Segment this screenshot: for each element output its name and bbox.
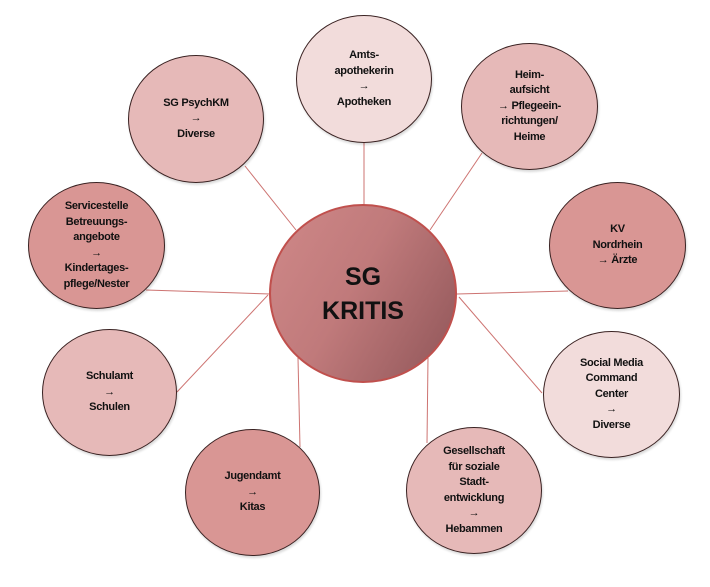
link-gesellschaft xyxy=(426,357,429,444)
node-label-line: → xyxy=(247,485,258,498)
link-social xyxy=(458,296,543,394)
node-label-line: Amts- xyxy=(349,49,379,61)
node-jugendamt: Jugendamt → Kitas xyxy=(185,429,320,556)
center-node-sg-kritis: SG KRITIS xyxy=(269,204,457,383)
node-label-line: Hebammen xyxy=(445,522,503,535)
link-psychkm xyxy=(244,165,297,231)
node-label-line: Schulamt xyxy=(85,370,134,383)
node-kv: KV Nordrhein → Ärzte xyxy=(549,182,686,309)
node-label-line: Betreuungs- xyxy=(65,215,128,228)
node-label-line: Servicestelle xyxy=(64,200,129,212)
node-label-line: Gesellschaft xyxy=(443,445,505,457)
node-label-line: Diverse xyxy=(592,418,631,431)
node-label-line: KV xyxy=(610,223,625,236)
node-label-line: Social Media xyxy=(579,356,644,369)
link-servicestelle xyxy=(145,289,271,295)
link-schulamt xyxy=(176,294,269,393)
node-label-line: richtungen/ xyxy=(501,115,558,128)
node-label-line: Apotheken xyxy=(336,95,392,108)
node-label-line: → xyxy=(190,112,202,125)
node-heim: Heim-aufsicht → Pflegeein-richtungen/Heim… xyxy=(461,43,598,170)
node-label-line: → xyxy=(104,385,115,398)
node-label-line: Heime xyxy=(513,130,546,143)
node-label-line: für soziale xyxy=(448,460,500,473)
center-label-line: KRITIS xyxy=(322,296,404,325)
node-label-line: Command xyxy=(585,372,638,385)
node-label-line: Schulen xyxy=(89,401,130,414)
node-label-line: aufsicht xyxy=(509,84,550,97)
node-label-line: SG PsychKM xyxy=(163,96,229,109)
node-label-line: entwicklung xyxy=(443,491,505,504)
node-schulamt: Schulamt → Schulen xyxy=(42,329,177,456)
node-label-line: Stadt- xyxy=(459,476,489,488)
link-heim xyxy=(429,152,483,231)
node-label-line: pflege/Nester xyxy=(63,277,130,290)
node-label-line: Heim- xyxy=(514,68,545,81)
node-label-line: Kindertages- xyxy=(64,262,129,274)
node-label-line: → xyxy=(91,246,102,259)
node-label-line: → Pflegeein- xyxy=(497,99,562,112)
node-amts: Amts-apothekerin → Apotheken xyxy=(296,15,432,143)
node-label-line: Kitas xyxy=(239,501,266,514)
node-label-line: Center xyxy=(594,387,629,400)
node-label-line: Nordrhein xyxy=(592,238,643,251)
node-label-line: angebote xyxy=(73,231,120,243)
node-label-line: → Ärzte xyxy=(597,254,638,267)
node-label-line: → xyxy=(358,80,370,92)
node-label-line: Jugendamt xyxy=(224,470,281,483)
link-kv xyxy=(456,290,569,295)
center-label-line: SG xyxy=(344,262,382,291)
node-label-line: → xyxy=(606,403,617,416)
link-jugendamt xyxy=(297,357,301,448)
node-label-line: Diverse xyxy=(177,127,215,140)
node-label-line: → xyxy=(468,507,480,519)
node-label-line: apothekerin xyxy=(334,64,394,77)
node-psychkm: SG PsychKM → Diverse xyxy=(128,55,264,183)
